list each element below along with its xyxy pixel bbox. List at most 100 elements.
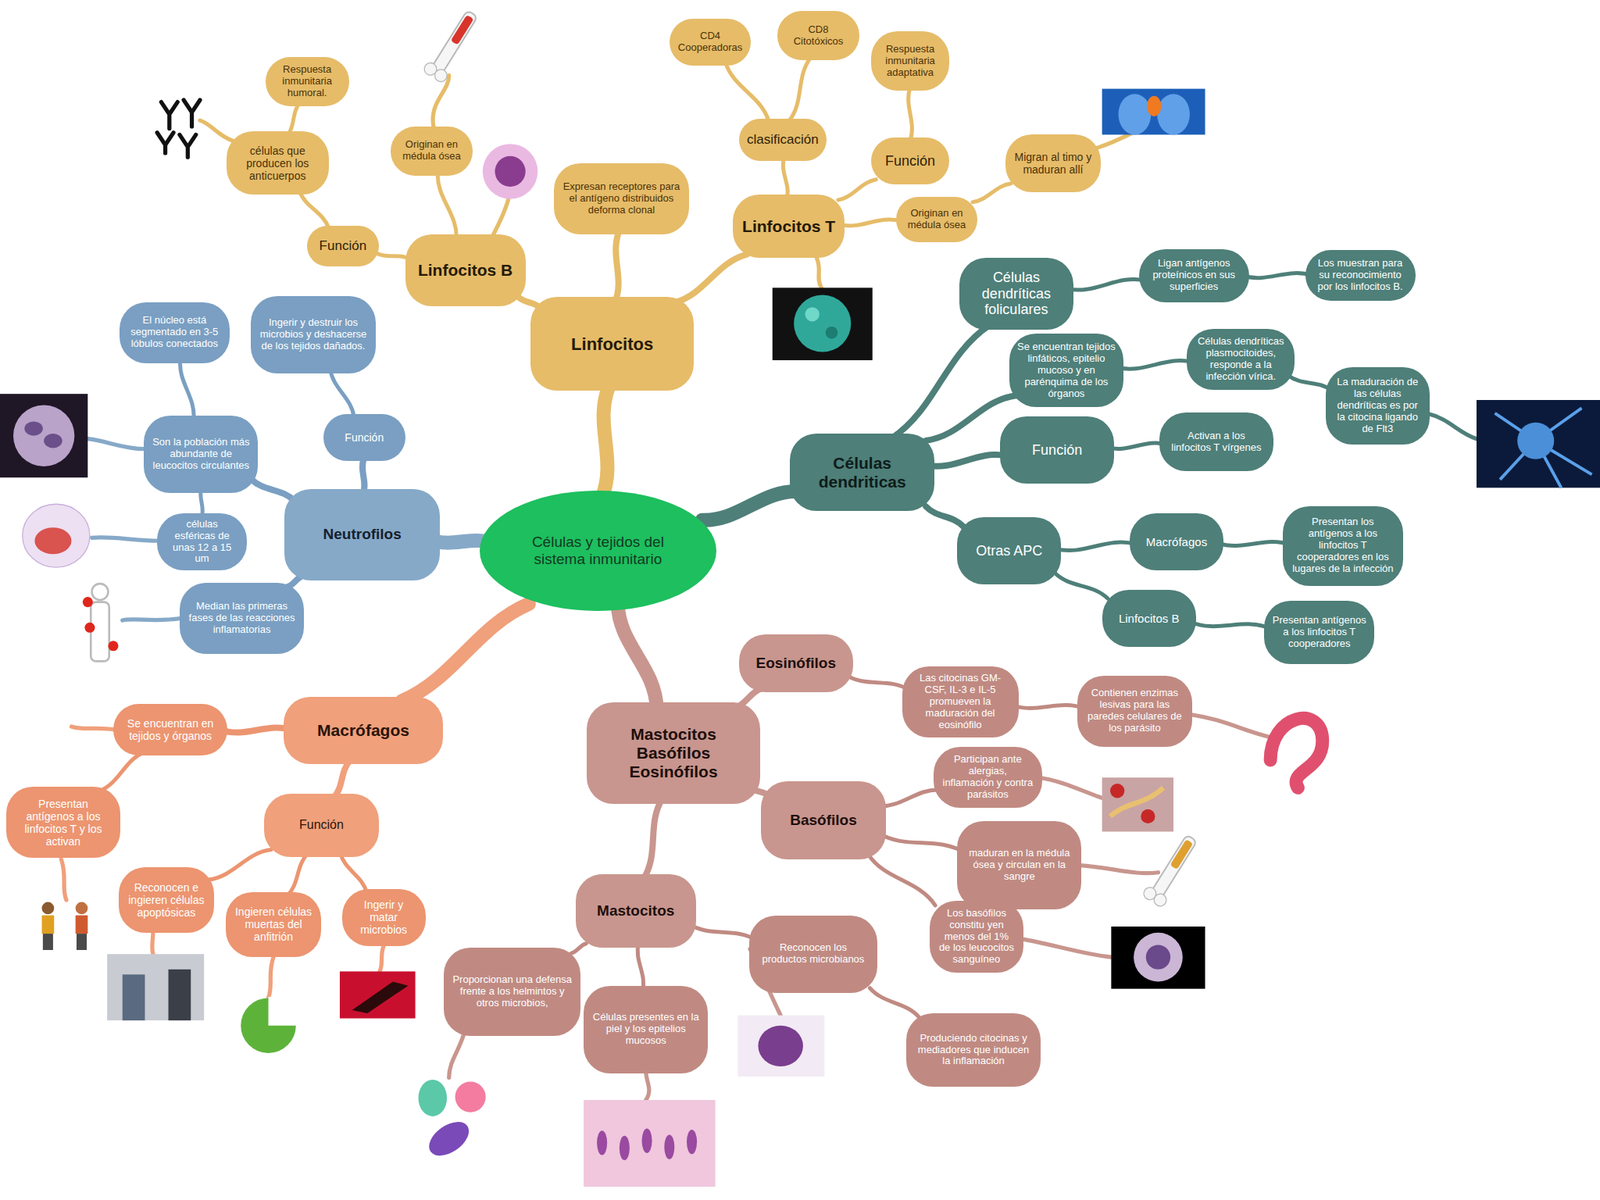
topic-box: CD4 Cooperadoras <box>669 18 751 66</box>
epithelium-photo <box>583 1100 715 1187</box>
dendrites <box>1494 407 1592 488</box>
topic-box: Presentan los antígenos a los linfocitos… <box>1282 506 1404 586</box>
basophil <box>1133 932 1183 983</box>
topic-text: CD4 Cooperadoras <box>677 30 743 54</box>
head <box>92 583 109 600</box>
leader-line <box>1039 777 1103 798</box>
branch-connector <box>846 675 909 690</box>
leader-lines <box>60 75 1477 1100</box>
topic-box: Función <box>264 793 379 858</box>
topic-box: Función <box>1000 416 1115 484</box>
topic-box: La maduración de las células dendríticas… <box>1325 367 1430 445</box>
topic-box: Son la población más abundante de leucoc… <box>143 415 258 493</box>
branch-connector <box>1054 573 1108 599</box>
parasite <box>1110 787 1164 817</box>
bone-shaft <box>1150 834 1197 898</box>
bone-end <box>1151 891 1169 909</box>
topic-box: Ingieren células muertas del anfitrión <box>225 892 322 958</box>
topic-box: Células dendríticas foliculares <box>959 257 1074 329</box>
nucleus <box>619 1135 630 1161</box>
topic-box: Participan ante alergias, inflamación y … <box>933 746 1042 808</box>
topic-box: células esféricas de unas 12 a 15 um <box>157 513 247 572</box>
t-cell <box>793 294 851 352</box>
branch-connector <box>878 789 940 807</box>
topic-text: Presentan antígenos a los linfocitos T y… <box>14 797 113 848</box>
topic-box: Mastocitos Basófilos Eosinófilos <box>586 702 761 805</box>
topic-box: CD8 Citotóxicos <box>777 10 859 61</box>
branch-connector <box>674 254 747 304</box>
inflammation-dot <box>84 622 95 633</box>
mast-cell-photo <box>737 1015 825 1077</box>
branch-connector <box>972 183 1011 203</box>
topic-text: Presentan antígenos a los linfocitos T c… <box>1271 614 1367 650</box>
topic-box: Se encuentran en tejidos y órganos <box>113 703 228 755</box>
topic-box: Función <box>307 225 379 267</box>
branch-connector <box>208 850 272 880</box>
branch-connector <box>908 87 913 141</box>
topic-text: Produciendo citocinas y mediadores que i… <box>914 1032 1033 1068</box>
bone-icon <box>421 7 483 85</box>
branch-connector <box>643 797 664 879</box>
body <box>75 915 89 935</box>
leader-line <box>816 257 822 288</box>
body <box>90 602 110 662</box>
thymus <box>1146 96 1161 117</box>
lung <box>1157 93 1190 135</box>
topic-text: maduran en la médula ósea y circulan en … <box>964 847 1074 883</box>
branch-connector <box>1011 704 1085 709</box>
topic-box: Respuesta inmunitaria humoral. <box>265 57 350 107</box>
branch-connector <box>867 854 936 906</box>
topic-box: Ingerir y matar microbios <box>342 889 426 947</box>
topic-text: Linfocitos B <box>1118 611 1180 625</box>
branch-connector <box>869 988 920 1018</box>
topic-box: Las citocinas GM-CSF, IL-3 e IL-5 promue… <box>902 666 1019 738</box>
branch-connector <box>402 603 529 701</box>
topic-text: Función <box>885 153 936 170</box>
t-cell-photo <box>772 287 873 361</box>
topic-box: Los basófilos constitu yen menos del 1% … <box>929 900 1024 972</box>
nucleus-lobe <box>24 421 43 436</box>
bone-shaft <box>431 10 478 74</box>
leader-line <box>1096 132 1133 149</box>
branch-connector <box>637 943 644 992</box>
handshake-photo <box>107 953 204 1021</box>
bone-end <box>432 67 450 85</box>
branch-connector <box>251 478 295 500</box>
branch-connector <box>333 760 350 798</box>
branch-connector <box>878 832 965 853</box>
branch-connector <box>1066 278 1146 290</box>
topic-box: Originan en médula ósea <box>896 196 978 242</box>
leader-line <box>379 946 384 972</box>
dendrite <box>1494 407 1592 488</box>
branch-connector <box>99 752 145 792</box>
branch-connector <box>287 853 308 896</box>
topic-box: Función <box>323 414 405 461</box>
branch-connector <box>838 219 901 226</box>
topic-text: Otras APC <box>975 542 1043 560</box>
legs <box>76 933 87 950</box>
topic-text: Participan ante alergias, inflamación y … <box>941 753 1034 801</box>
topic-box: Originan en médula ósea <box>390 126 472 176</box>
branch-connector <box>601 385 610 498</box>
nucleus <box>642 1128 653 1154</box>
topic-text: Median las primeras fases de las reaccio… <box>187 600 297 636</box>
blood-cell <box>1140 809 1155 824</box>
epithelium-nuclei <box>596 1128 697 1161</box>
topic-text: Originan en médula ósea <box>903 207 970 232</box>
topic-text: Células y tejidos del sistema inmunitari… <box>514 533 683 568</box>
topic-text: Migran al timo y maduran allí <box>1013 150 1094 176</box>
b-cell-image <box>482 143 539 200</box>
topic-box: Células dendriticas <box>789 433 935 511</box>
thymus-image <box>1102 89 1206 136</box>
topic-box: Presentan antígenos a los linfocitos T c… <box>1264 600 1375 665</box>
branch-connector <box>725 62 769 122</box>
topic-text: Los basófilos constitu yen menos del 1% … <box>937 907 1016 967</box>
central-topic: Células y tejidos del sistema inmunitari… <box>479 490 717 611</box>
branch-connector <box>925 454 1007 467</box>
branch-connector <box>437 172 457 240</box>
topic-text: Reconocen e ingieren células apoptósicas <box>126 881 208 919</box>
bone-marrow <box>1170 839 1194 870</box>
legs <box>42 933 54 950</box>
topic-box: Macrófagos <box>283 696 443 765</box>
topic-text: Activan a los linfocitos T vírgenes <box>1167 430 1266 454</box>
